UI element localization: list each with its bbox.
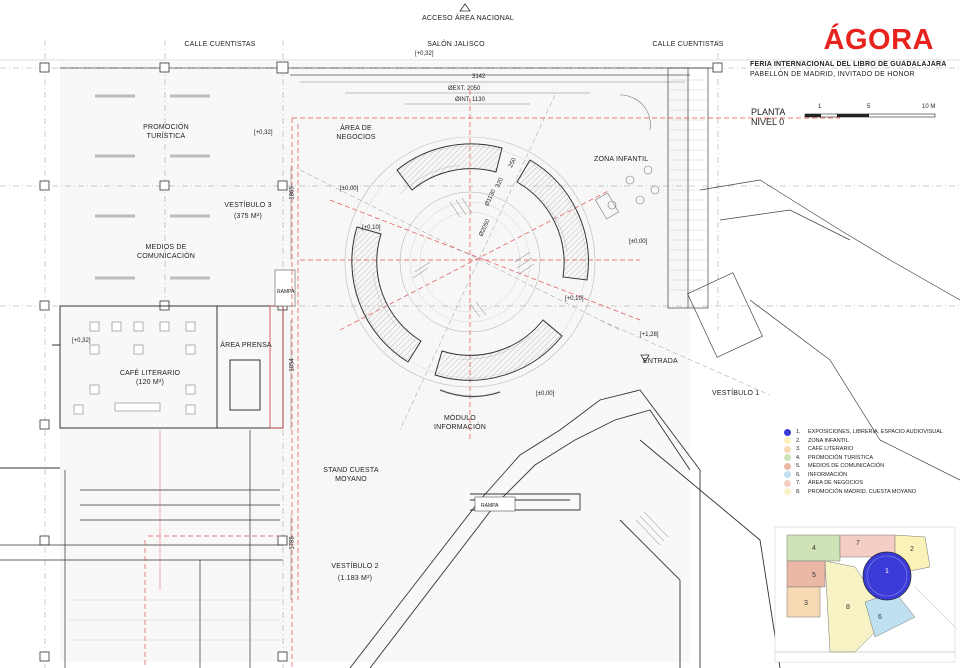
planta-line-1: PLANTA [751,107,786,117]
legend-label: ZONA INFANTIL [808,437,849,444]
dim-1795: 1795 [289,536,296,550]
legend-item: 7. ÁREA DE NEGOCIOS [784,479,954,488]
label-cafe-1: CAFÉ LITERARIO [119,370,181,377]
legend-label: EXPOSICIONES, LIBRERÍA, ESPACIO AUDIOVIS… [808,429,943,436]
keymap-num-8: 8 [846,604,850,611]
legend-swatch [784,479,791,487]
keymap-num-2: 2 [910,546,914,553]
level-marker: [+0,10] [362,225,381,231]
level-marker: [+0,32] [254,130,273,136]
scale-tick-1: 1 [818,104,822,110]
label-stand-1: STAND CUESTA [323,467,379,474]
legend-label: MEDIOS DE COMUNICACIÓN [808,463,885,470]
dim-3142: 3142 [472,74,486,80]
label-prensa: ÁREA PRENSA [220,342,272,349]
label-vestibulo2-2: (1.183 M²) [337,575,373,582]
label-entrada: ENTRADA [643,358,678,365]
brand-subtitle-2: PABELLÓN DE MADRID, INVITADO DE HONOR [750,71,915,78]
legend-swatch [784,462,791,470]
keymap-num-1: 1 [885,568,889,575]
legend-item: 3. CAFÉ LITERARIO [784,445,954,454]
brand-subtitle-1: FERIA INTERNACIONAL DEL LIBRO DE GUADALA… [750,61,947,68]
keymap-num-6: 6 [878,614,882,621]
legend-num: 6. [796,471,801,478]
legend-num: 1. [796,429,801,436]
label-zona-infantil: ZONA INFANTIL [594,156,649,163]
legend-num: 3. [796,446,801,453]
legend-item: 1. EXPOSICIONES, LIBRERÍA, ESPACIO AUDIOV… [784,428,954,437]
label-negocios-1: ÁREA DE [340,125,372,132]
brand-title: ÁGORA [823,24,934,56]
keymap-num-7: 7 [856,540,860,547]
legend-num: 7. [796,480,801,487]
legend: 1. EXPOSICIONES, LIBRERÍA, ESPACIO AUDIOV… [784,428,954,496]
keymap-num-5: 5 [812,572,816,579]
scale-tick-10: 10 M [922,104,936,110]
label-negocios-2: NEGOCIOS [336,134,376,141]
keymap-num-4: 4 [812,545,816,552]
legend-swatch [784,428,791,436]
legend-swatch [784,488,791,496]
legend-num: 2. [796,437,801,444]
label-vestibulo3-2: (375 M²) [233,213,263,220]
level-marker: [+0,32] [415,51,434,57]
legend-swatch [784,445,791,453]
level-marker: [+0,10] [565,296,584,302]
label-promocion-1: PROMOCIÓN [143,124,189,131]
dim-1865: 1865 [289,186,296,200]
dim-ext: ØEXT. 2050 [448,86,481,92]
legend-item: 8. PROMOCIÓN MADRID. CUESTA MOYANO [784,488,954,497]
label-vestibulo2-1: VESTÍBULO 2 [331,563,379,570]
scale-bar [804,113,936,118]
dim-1054: 1054 [289,358,296,372]
label-modulo-2: INFORMACIÓN [434,424,486,431]
legend-num: 8. [796,488,801,495]
label-medios-2: COMUNICACIÓN [136,253,196,260]
label-rampa-2: RAMPA [481,503,499,509]
label-vestibulo3-1: VESTÍBULO 3 [224,202,272,209]
keymap-num-3: 3 [804,600,808,607]
legend-item: 4. PROMOCIÓN TURÍSTICA [784,454,954,463]
legend-swatch [784,454,791,462]
legend-item: 2. ZONA INFANTIL [784,437,954,446]
legend-label: PROMOCIÓN MADRID. CUESTA MOYANO [808,488,916,495]
label-medios-1: MEDIOS DE [145,244,187,251]
label-stand-2: MOYANO [335,476,367,483]
legend-label: CAFÉ LITERARIO [808,446,854,453]
label-salon: SALÓN JALISCO [427,41,485,48]
legend-swatch [784,437,791,445]
rotunda [344,136,596,388]
level-marker: [+1,28] [640,332,659,338]
legend-label: PROMOCIÓN TURÍSTICA [808,454,873,461]
legend-num: 4. [796,454,801,461]
label-promocion-2: TURÍSTICA [146,133,186,140]
label-acceso: ACCESO ÁREA NACIONAL [422,15,514,22]
key-map [774,526,956,663]
scale-tick-5: 5 [867,104,871,110]
label-modulo-1: MÓDULO [444,415,476,422]
planta-line-2: NIVEL 0 [751,117,785,127]
label-vestibulo1: VESTÍBULO 1 [712,390,760,397]
level-marker: [±0,00] [340,186,359,192]
legend-item: 5. MEDIOS DE COMUNICACIÓN [784,462,954,471]
dim-int: ØINT. 1130 [455,97,485,103]
legend-label: INFORMACIÓN [808,471,848,478]
cafe-tables [73,321,196,415]
legend-num: 5. [796,463,801,470]
level-marker: [±0,00] [629,239,648,245]
label-cafe-2: (120 M²) [135,379,165,386]
legend-item: 6. INFORMACIÓN [784,471,954,480]
label-rampa-1: RAMPA [277,289,295,295]
label-calle-right: CALLE CUENTISTAS [652,41,724,48]
legend-swatch [784,471,791,479]
label-calle-left: CALLE CUENTISTAS [184,41,256,48]
level-marker: [+0,32] [72,338,91,344]
level-marker: [±0,00] [536,391,555,397]
planta-label: PLANTA NIVEL 0 [751,107,785,127]
legend-label: ÁREA DE NEGOCIOS [808,480,864,487]
